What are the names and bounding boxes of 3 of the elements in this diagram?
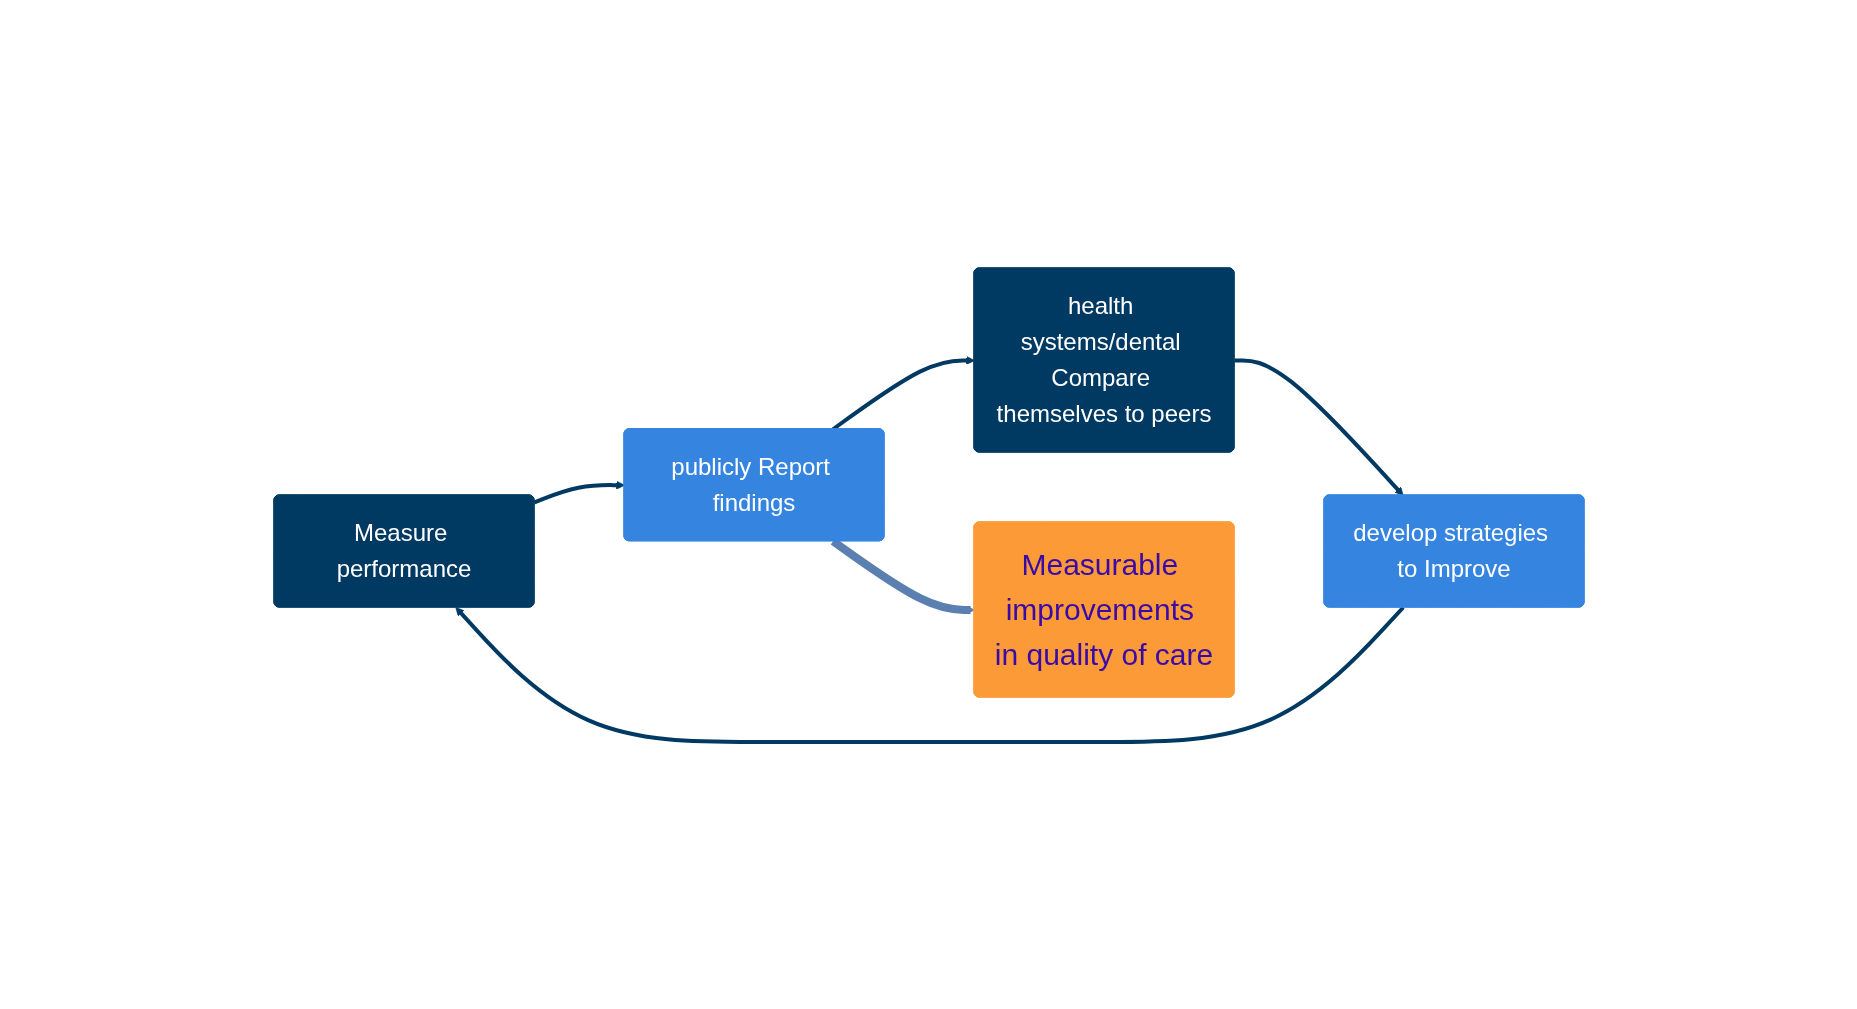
arrow [1233,357,1404,496]
arrow [454,605,1405,744]
arrow [533,480,625,504]
